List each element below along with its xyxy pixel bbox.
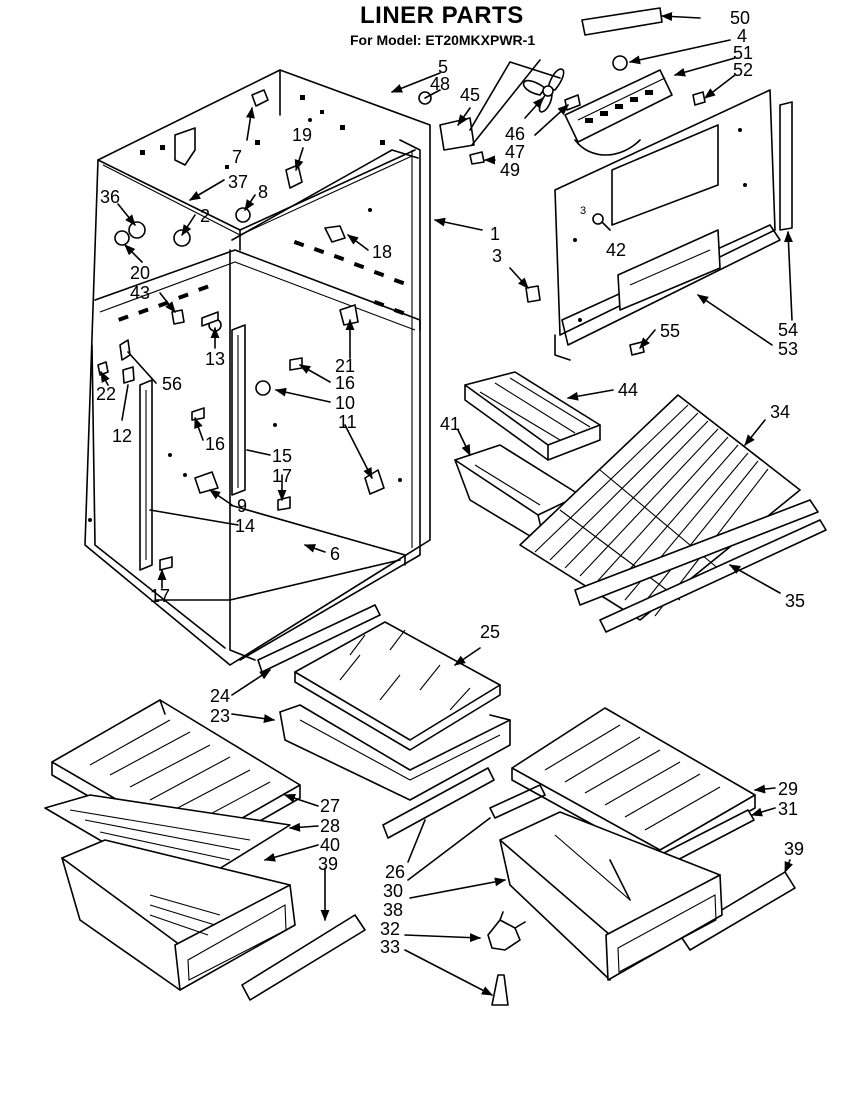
center-rail-part-15	[231, 324, 246, 496]
callout-44: 44	[618, 380, 638, 400]
callout-3: 3	[492, 246, 502, 266]
callout-26: 26	[385, 862, 405, 882]
callout-47: 47	[505, 142, 525, 162]
door-rail-part-39-right	[679, 871, 796, 951]
callout-56: 56	[162, 374, 182, 394]
callout-36: 36	[100, 187, 120, 207]
callout-41: 41	[440, 414, 460, 434]
callout-14: 14	[235, 516, 255, 536]
callout-13: 13	[205, 349, 225, 369]
callout-11: 11	[338, 412, 357, 432]
callout-51: 51	[733, 43, 753, 63]
shelf-trim-part-26	[382, 767, 495, 839]
callout-17: 17	[272, 466, 292, 486]
callout-34: 34	[770, 402, 790, 422]
callout-48: 48	[430, 74, 450, 94]
callout-53: 53	[778, 339, 798, 359]
shelf-frame-part-23	[279, 704, 511, 801]
callout-23: 23	[210, 706, 230, 726]
callout-28: 28	[320, 816, 340, 836]
callout-1: 1	[490, 224, 500, 244]
evaporator-cover	[525, 89, 793, 361]
callout-2: 2	[200, 206, 210, 226]
callout-20: 20	[130, 263, 150, 283]
callout-4: 4	[737, 26, 747, 46]
shelf-rail-part-35	[599, 519, 827, 633]
callout-22: 22	[96, 384, 116, 404]
callout-15: 15	[272, 446, 292, 466]
callout-39b: 39	[318, 854, 338, 874]
glass-shelf-part-25	[294, 621, 501, 751]
callout-8: 8	[258, 182, 268, 202]
ice-tray-part-44	[464, 371, 601, 461]
callout-24: 24	[210, 686, 230, 706]
callout-19: 19	[292, 125, 312, 145]
callout-21: 21	[335, 356, 355, 376]
fan-assembly	[418, 7, 706, 165]
callout-16b: 16	[205, 434, 225, 454]
callout-52: 52	[733, 60, 753, 80]
cabinet-hardware	[97, 89, 385, 571]
callout-9: 9	[237, 496, 247, 516]
crisper-drawer-part-40	[61, 839, 296, 991]
callout-35: 35	[785, 591, 805, 611]
side-rail-part-14	[139, 379, 153, 571]
freezer-wire-shelf-part-34	[519, 394, 819, 621]
callout-50: 50	[730, 8, 750, 28]
callout-38: 38	[383, 900, 403, 920]
callout-31: 31	[778, 799, 798, 819]
control-knob-part-32	[487, 911, 526, 951]
callout-6: 6	[330, 544, 340, 564]
liner-cabinet	[84, 69, 431, 666]
shelf-trim-part-24	[257, 604, 381, 673]
callout-5: 5	[438, 57, 448, 77]
callout-18: 18	[372, 242, 392, 262]
callout-40: 40	[320, 835, 340, 855]
callout-42: 42	[606, 240, 626, 260]
callout-30: 30	[383, 881, 403, 901]
model-number: For Model: ET20MKXPWR-1	[350, 32, 536, 48]
callout-labels: 50 4 51 52 5 48 45 46 47 49 7 19 37 8 36…	[96, 8, 805, 957]
diagram-title: LINER PARTS	[360, 2, 524, 29]
callout-27: 27	[320, 796, 340, 816]
callout-45: 45	[460, 85, 480, 105]
callout-12: 12	[112, 426, 132, 446]
crisper-drawer-part-38	[499, 811, 723, 981]
callout-29: 29	[778, 779, 798, 799]
adjustment-screw-part-33	[491, 974, 509, 1006]
callout-39: 39	[784, 839, 804, 859]
door-rail-part-39-left	[241, 914, 366, 1001]
callout-55: 55	[660, 321, 680, 341]
callout-49: 49	[500, 160, 520, 180]
callout-32: 32	[380, 919, 400, 939]
shelf-trim-part-30	[489, 784, 546, 819]
callout-54: 54	[778, 320, 798, 340]
callout-3b: 3	[580, 205, 586, 217]
callout-7: 7	[232, 147, 242, 167]
callout-37: 37	[228, 172, 248, 192]
callout-33: 33	[380, 937, 400, 957]
callout-46: 46	[505, 124, 525, 144]
callout-10: 10	[335, 393, 355, 413]
callout-16: 16	[335, 373, 355, 393]
leader-lines	[100, 12, 794, 996]
callout-25: 25	[480, 622, 500, 642]
callout-17b: 17	[150, 586, 170, 606]
callout-43: 43	[130, 283, 150, 303]
